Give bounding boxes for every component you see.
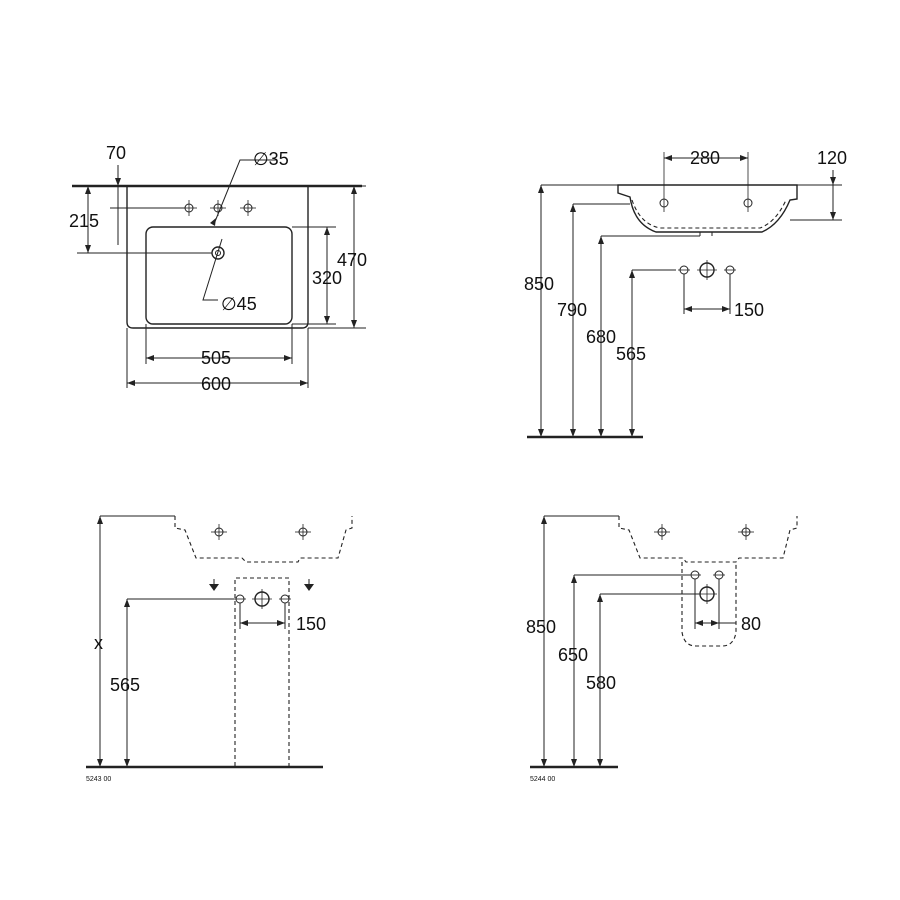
- basin-profile: [617, 184, 798, 233]
- dim-215-label: 215: [69, 211, 99, 231]
- dim-320-label: 320: [312, 268, 342, 288]
- tap-hole-center: [210, 200, 226, 216]
- front-view-5243: x 565 150 5243 00: [86, 515, 353, 783]
- top-view: 70 215 ∅35 ∅45 470 320 505: [69, 143, 367, 394]
- dim-850-label: 850: [526, 617, 556, 637]
- front-hole-right: [738, 524, 754, 540]
- tap-hole-right: [240, 200, 256, 216]
- dim-650-label: 650: [558, 645, 588, 665]
- supply-connection-right: [724, 265, 736, 275]
- dim-850-label: 850: [524, 274, 554, 294]
- dim-565-label: 565: [110, 675, 140, 695]
- basin-outline: [126, 186, 309, 329]
- dim-680-label: 680: [586, 327, 616, 347]
- dim-470-label: 470: [337, 250, 367, 270]
- dim-150-label: 150: [296, 614, 326, 634]
- profile-hole-right: [743, 152, 753, 212]
- dim-580-label: 580: [586, 673, 616, 693]
- supply-connection-right: [713, 570, 725, 580]
- dim-70-label: 70: [106, 143, 126, 163]
- basin-front-outline: [174, 516, 353, 563]
- dim-505-label: 505: [201, 348, 231, 368]
- waste-connection: [697, 260, 717, 280]
- side-view: 280 120 850 790 680 565: [524, 148, 847, 439]
- dim-280-label: 280: [690, 148, 720, 168]
- supply-connection-left: [234, 594, 246, 604]
- front-hole-right: [295, 524, 311, 540]
- semi-pedestal-outline: [681, 562, 737, 647]
- basin-inner-dash: [631, 199, 787, 229]
- dim-x-label: x: [94, 633, 103, 653]
- dim-35-label: ∅35: [253, 149, 289, 169]
- dim-120-label: 120: [817, 148, 847, 168]
- front-hole-left: [654, 524, 670, 540]
- supply-connection-left: [678, 265, 690, 275]
- install-arrow-right: [304, 579, 314, 591]
- front-view-5244: 850 650 580 80 5244 00: [526, 515, 798, 783]
- dim-790-label: 790: [557, 300, 587, 320]
- dim-45-label: ∅45: [221, 294, 257, 314]
- supply-connection-left: [689, 570, 701, 580]
- basin-front-outline: [618, 516, 798, 563]
- front-hole-left: [211, 524, 227, 540]
- dim-150-label: 150: [734, 300, 764, 320]
- basin-bowl: [145, 226, 293, 325]
- profile-hole-left: [659, 152, 669, 212]
- dim-565-label: 565: [616, 344, 646, 364]
- article-code: 5244 00: [530, 776, 555, 783]
- waste-connection: [252, 589, 272, 609]
- dim-600-label: 600: [201, 374, 231, 394]
- pedestal-outline: [234, 577, 290, 766]
- dim-80-label: 80: [741, 614, 761, 634]
- install-arrow-left: [209, 579, 219, 591]
- article-code: 5243 00: [86, 776, 111, 783]
- waste-connection: [697, 584, 717, 604]
